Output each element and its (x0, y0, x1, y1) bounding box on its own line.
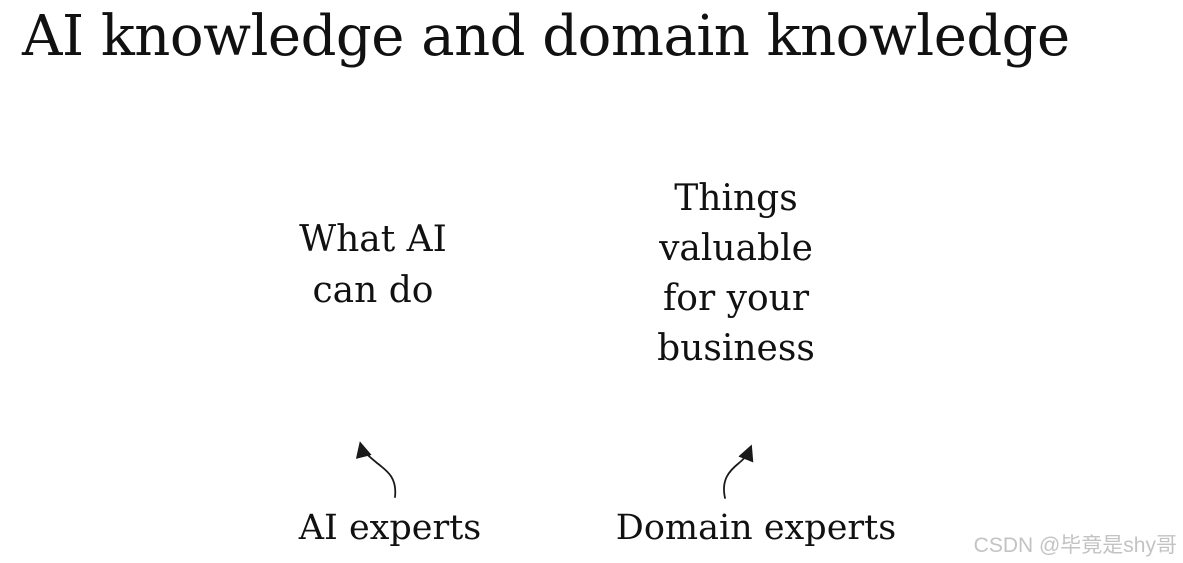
curved-arrow-left-icon (355, 441, 397, 498)
curved-arrow-right-icon (723, 444, 754, 499)
csdn-watermark: CSDN @毕竟是shy哥 (973, 534, 1177, 557)
what-ai-line-1: What AI (299, 219, 447, 260)
things-valuable-line-4: business (657, 328, 815, 369)
domain-experts-label: Domain experts (615, 508, 897, 548)
things-valuable-block: Things valuable for your business (616, 174, 856, 374)
ai-experts-label: AI experts (298, 508, 482, 548)
what-ai-line-2: can do (312, 270, 434, 311)
slide-title: AI knowledge and domain knowledge (22, 4, 1070, 69)
things-valuable-line-2: valuable (659, 228, 813, 269)
what-ai-can-do-block: What AI can do (253, 214, 493, 316)
things-valuable-line-1: Things (674, 178, 798, 219)
things-valuable-line-3: for your (662, 278, 810, 319)
